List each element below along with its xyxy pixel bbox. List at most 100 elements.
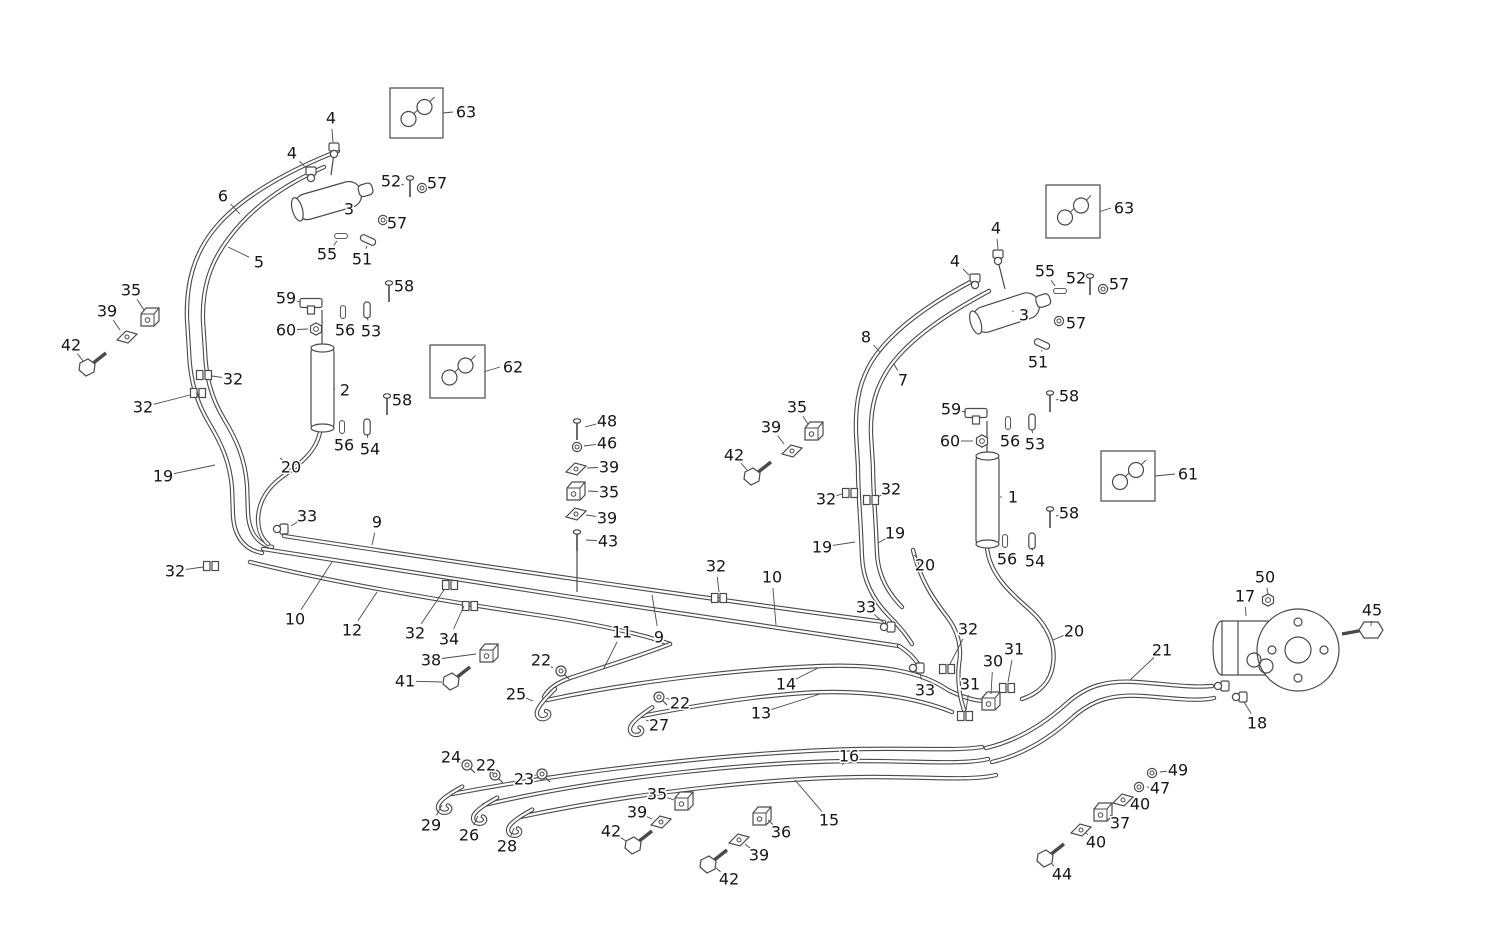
- leader-line: [77, 353, 84, 362]
- clamp-35: [566, 481, 586, 501]
- part-number-label: 2: [340, 381, 350, 400]
- bolt-45: [1341, 621, 1384, 639]
- tube-runs: [187, 151, 1214, 817]
- fitting-55: [1053, 287, 1067, 295]
- leader-line: [230, 203, 241, 215]
- leader-line: [772, 587, 777, 626]
- part-number-label: 43: [598, 532, 618, 551]
- leader-line: [587, 490, 599, 492]
- clamp-ring-24: [461, 759, 476, 774]
- leader-line: [420, 589, 445, 625]
- part-number-label: 28: [497, 837, 517, 856]
- tee-59: [964, 407, 988, 425]
- connector-30: [981, 691, 1001, 711]
- leader-line: [453, 605, 465, 630]
- part-number-label: 57: [1066, 314, 1086, 333]
- part-number-label: 5: [254, 253, 264, 272]
- part-number-label: 38: [421, 651, 441, 670]
- leader-line: [667, 797, 675, 801]
- leader-line: [401, 183, 405, 186]
- nut-60: [975, 434, 989, 448]
- leader-line: [913, 554, 918, 558]
- part-number-label: 35: [121, 281, 141, 300]
- clamp-35: [140, 307, 160, 327]
- leader-line: [1055, 398, 1059, 401]
- part-number-label: 32: [958, 620, 978, 639]
- part-number-label: 59: [941, 400, 961, 419]
- part-number-label: 63: [1114, 199, 1134, 218]
- part-number-label: 20: [281, 458, 301, 477]
- part-number-label: 39: [627, 803, 647, 822]
- part-number-label: 33: [297, 507, 317, 526]
- cylinder-3-right: [969, 292, 1052, 335]
- callout-box-frame: [429, 344, 486, 399]
- leader-line: [296, 300, 301, 303]
- part-number-label: 47: [1150, 779, 1170, 798]
- major-components: [290, 152, 1384, 692]
- leader-line: [873, 344, 881, 353]
- leader-line: [534, 774, 537, 776]
- tube-10: [263, 549, 919, 665]
- hose-21-b: [992, 696, 1214, 762]
- part-number-label: 31: [960, 675, 980, 694]
- leader-line: [1266, 587, 1269, 595]
- leader-line: [893, 363, 898, 371]
- part-number-label: 39: [97, 302, 117, 321]
- screw-48: [572, 417, 582, 441]
- leader-line: [961, 410, 967, 413]
- part-number-label: 15: [819, 811, 839, 830]
- leader-line: [744, 843, 751, 849]
- pin-54: [1028, 532, 1036, 550]
- elbow-18: [1231, 691, 1248, 703]
- leader-line: [357, 591, 378, 622]
- callout-box: 63: [389, 87, 478, 139]
- part-number-label: 30: [983, 652, 1003, 671]
- leader-line: [1031, 547, 1033, 551]
- part-number-label: 17: [1235, 587, 1255, 606]
- fitting-55: [334, 232, 348, 240]
- pin-51: [358, 233, 378, 247]
- screw-52: [1085, 272, 1095, 296]
- part-number-label: 52: [1066, 269, 1086, 288]
- nut-50: [1261, 593, 1275, 607]
- leader-line: [794, 779, 823, 812]
- leader-line: [371, 532, 376, 546]
- clamp-ring-22: [653, 691, 668, 706]
- screw-52: [405, 175, 415, 198]
- part-number-label: 22: [531, 651, 551, 670]
- part-number-label: 36: [771, 823, 791, 842]
- hydraulic-motor-17: [1212, 608, 1340, 692]
- part-number-label: 56: [334, 436, 354, 455]
- screw-58: [1045, 389, 1055, 413]
- part-number-label: 26: [459, 826, 479, 845]
- part-number-label: 1: [1008, 488, 1018, 507]
- connector-32: [841, 487, 859, 499]
- part-number-label: 42: [61, 336, 81, 355]
- part-number-label: 4: [326, 109, 336, 128]
- part-number-label: 56: [335, 321, 355, 340]
- part-number-label: 33: [856, 598, 876, 617]
- part-number-label: 21: [1152, 641, 1172, 660]
- leader-line: [333, 240, 338, 246]
- leader-line: [331, 128, 334, 143]
- part-number-label: 60: [276, 321, 296, 340]
- cylinder-2: [310, 310, 335, 433]
- part-number-label: 53: [361, 322, 381, 341]
- part-number-label: 14: [776, 675, 796, 694]
- leader-line: [665, 697, 670, 700]
- connector-32: [862, 494, 880, 506]
- fitting-icon-stub: [1140, 459, 1147, 466]
- clamp-35: [804, 421, 824, 441]
- part-number-label: 46: [597, 434, 617, 453]
- fitting-icon: [441, 369, 458, 386]
- part-number-label: 53: [1025, 435, 1045, 454]
- part-number-label: 32: [133, 398, 153, 417]
- part-number-label: 54: [1025, 552, 1045, 571]
- part-number-label: 32: [881, 480, 901, 499]
- leader-line: [185, 566, 204, 570]
- part-number-label: 50: [1255, 568, 1275, 587]
- washer-49: [1146, 767, 1158, 779]
- part-number-label: 57: [1109, 275, 1129, 294]
- part-number-label: 57: [387, 214, 407, 233]
- leader-line: [153, 394, 191, 405]
